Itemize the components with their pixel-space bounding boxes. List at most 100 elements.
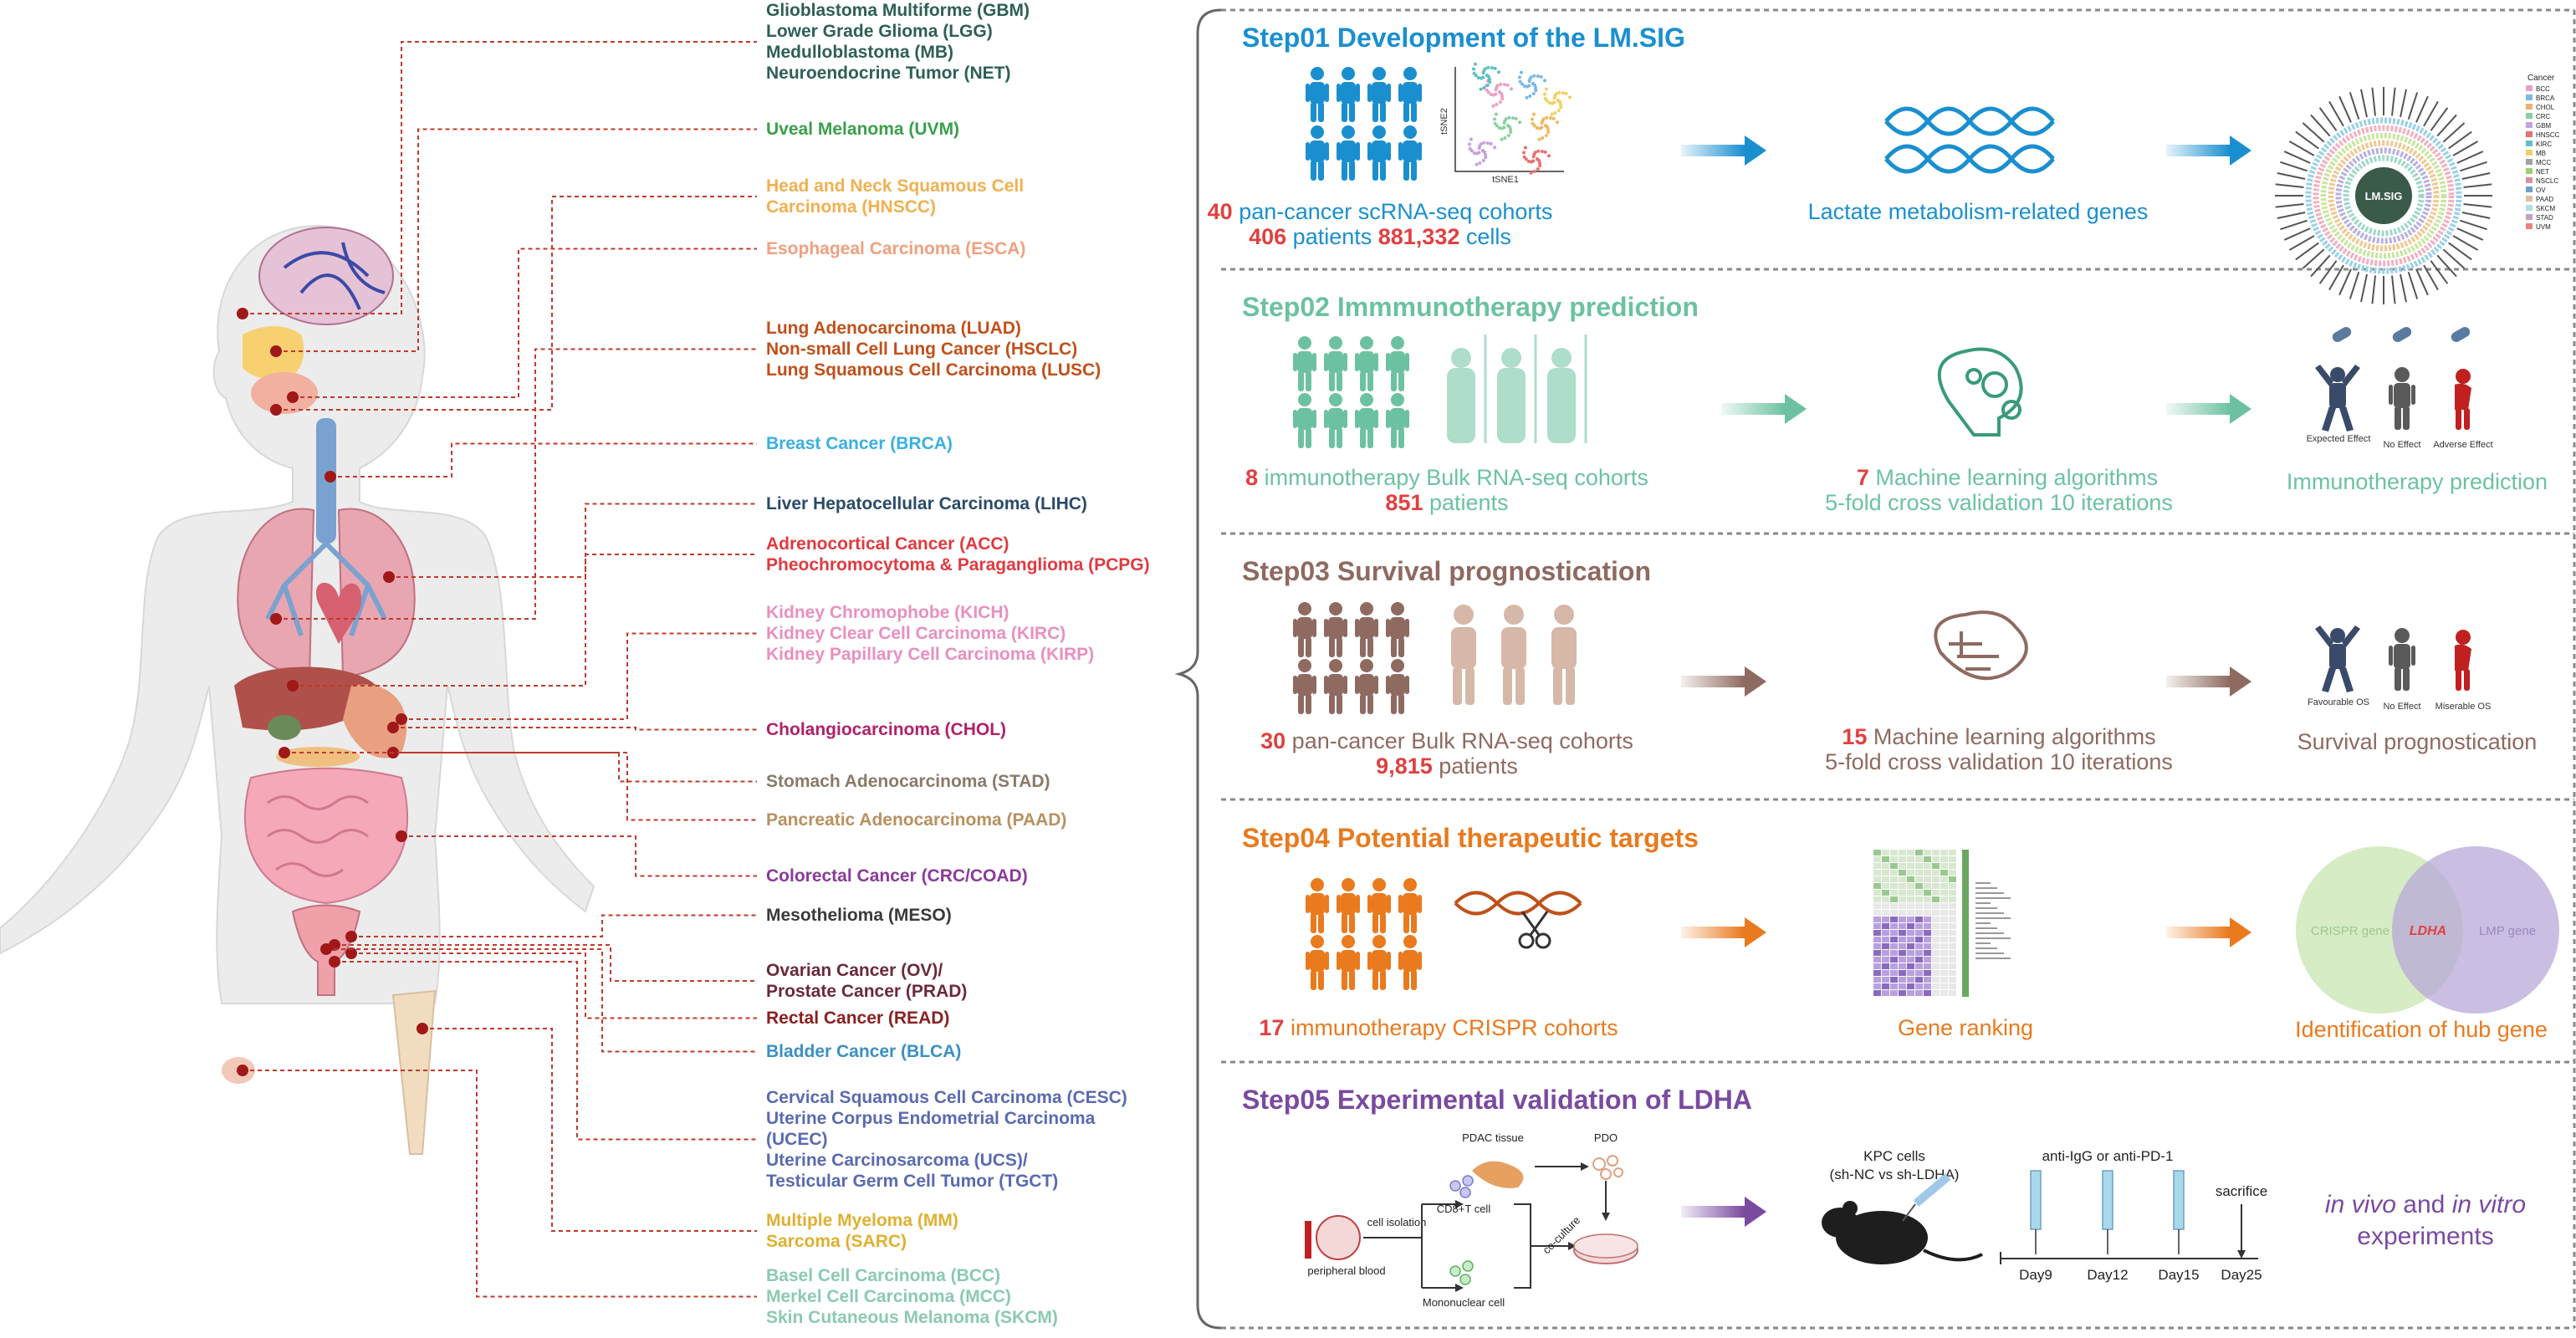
heatmap-cell	[1949, 863, 1956, 869]
tsne-point	[1546, 130, 1551, 135]
step03-left-line1: 30 pan-cancer Bulk RNA-seq cohorts	[1260, 728, 1633, 753]
heatmap-cell	[1882, 970, 1889, 976]
tsne-point	[1525, 95, 1529, 100]
heatmap-cell	[1882, 856, 1889, 862]
heatmap-cell	[1899, 950, 1906, 956]
legend-swatch	[2526, 131, 2533, 137]
heatmap-cell	[1907, 856, 1914, 862]
liver	[234, 666, 376, 731]
heatmap-cell	[1882, 890, 1889, 896]
heatmap-cell	[1924, 923, 1931, 929]
tsne-point	[1502, 83, 1506, 87]
heatmap-cell	[1915, 863, 1923, 869]
connector-line	[326, 948, 757, 1053]
heatmap-annotation-bar	[1962, 850, 1969, 997]
heatmap-cell	[1932, 876, 1940, 882]
heatmap-cell	[1899, 850, 1906, 855]
tsne-point	[1489, 93, 1493, 96]
cancer-type-label: Adrenocortical Cancer (ACC)	[766, 534, 1009, 554]
heatmap-cell	[1932, 963, 1940, 969]
venn-lmp-circle	[2392, 846, 2559, 1014]
heatmap-cell	[1924, 963, 1931, 969]
cancer-type-label: Breast Cancer (BRCA)	[766, 434, 953, 453]
heatmap-cell	[1924, 876, 1931, 882]
circos-gene-label-tick	[2280, 219, 2308, 231]
tsne-point	[1535, 126, 1539, 130]
tsne-point	[1545, 99, 1549, 103]
heatmap-cell	[1907, 917, 1914, 922]
tsne-point	[1476, 76, 1480, 79]
heatmap-cell	[1873, 910, 1881, 916]
legend-item: HNSCC	[2536, 131, 2560, 139]
bronchi	[265, 541, 387, 636]
connector-line	[293, 248, 757, 398]
heatmap-cell	[1940, 890, 1948, 896]
heatmap-cell	[1915, 910, 1923, 916]
tsne-plot: tSNE1 tSNE2	[1439, 62, 1572, 185]
legend-item: OV	[2536, 186, 2546, 194]
tsne-point	[1477, 151, 1481, 155]
circos-track	[2313, 125, 2455, 267]
gallbladder	[268, 715, 301, 740]
tsne-point	[1474, 74, 1478, 78]
heatmap-cell	[1915, 943, 1923, 949]
organ-marker-dot	[270, 613, 282, 625]
heatmap-cell	[1932, 977, 1940, 983]
tsne-point	[1498, 100, 1502, 104]
heatmap-cell	[1915, 890, 1923, 896]
circos-gene-label-tick	[2436, 114, 2457, 137]
tsne-point	[1526, 160, 1531, 163]
tsne-point	[1546, 128, 1550, 131]
tsne-point	[1532, 170, 1536, 173]
cancer-legend: CancerBCCBRCACHOLCRCGBMHNSCCKIRCMBMCCNET…	[2526, 74, 2560, 231]
heatmap-cell	[1890, 970, 1898, 976]
heatmap-cell	[1915, 876, 1923, 882]
people-icon-group	[1293, 336, 1409, 448]
cancer-type-label: Prostate Cancer (PRAD)	[766, 982, 967, 1001]
legend-title: Cancer	[2527, 74, 2555, 83]
tsne-point	[1482, 86, 1486, 89]
step05-title: Step05 Experimental validation of LDHA	[1242, 1085, 1752, 1115]
tsne-point	[1488, 80, 1492, 84]
circos-gene-label-tick	[2415, 268, 2429, 296]
heatmap-cell	[1924, 863, 1931, 869]
tsne-point	[1551, 116, 1556, 120]
circos-gene-label-tick	[2283, 227, 2311, 241]
heatmap-cell	[1915, 970, 1923, 976]
cancer-type-label: Cholangiocarcinoma (CHOL)	[766, 720, 1006, 739]
tsne-point	[1538, 164, 1542, 168]
heatmap-cell	[1873, 943, 1881, 949]
circos-track	[2305, 117, 2462, 274]
tsne-point	[1493, 121, 1497, 125]
heatmap-cell	[1940, 876, 1948, 882]
tsne-point	[1473, 62, 1477, 66]
heatmap-cell	[1932, 950, 1940, 956]
timeline	[2000, 1252, 2258, 1264]
cancer-type-label: Bladder Cancer (BLCA)	[766, 1042, 961, 1061]
heatmap-cell	[1915, 983, 1923, 989]
tsne-point	[1502, 125, 1506, 130]
heatmap-cell	[1949, 856, 1956, 862]
heatmap-cell	[1899, 876, 1906, 882]
stomach	[343, 684, 407, 758]
tsne-point	[1531, 121, 1535, 125]
circos-gene-label-tick	[2288, 140, 2315, 156]
heatmap-cell	[1890, 917, 1898, 922]
heatmap-cell	[1915, 917, 1923, 922]
step02-right-label: Immunotherapy prediction	[2287, 469, 2548, 494]
heatmap-cell	[1940, 856, 1948, 862]
heatmap-cell	[1907, 963, 1914, 969]
cancer-type-label: Carcinoma (HNSCC)	[766, 197, 936, 217]
organ-marker-dot	[287, 391, 299, 403]
tsne-point	[1510, 87, 1513, 91]
heatmap-cell	[1924, 957, 1931, 963]
circos-gene-label-tick	[2448, 130, 2472, 150]
heatmap-cell	[1882, 950, 1889, 956]
dna-helix-icon	[1884, 106, 2055, 174]
cancer-type-label: Pancreatic Adenocarcinoma (PAAD)	[766, 810, 1066, 830]
connector-line	[276, 128, 757, 352]
venn-crispr-label: CRISPR gene	[2311, 924, 2389, 938]
step01-arrowhead-2	[2230, 135, 2251, 166]
tsne-point	[1544, 124, 1547, 128]
heatmap-cell	[1915, 930, 1923, 936]
